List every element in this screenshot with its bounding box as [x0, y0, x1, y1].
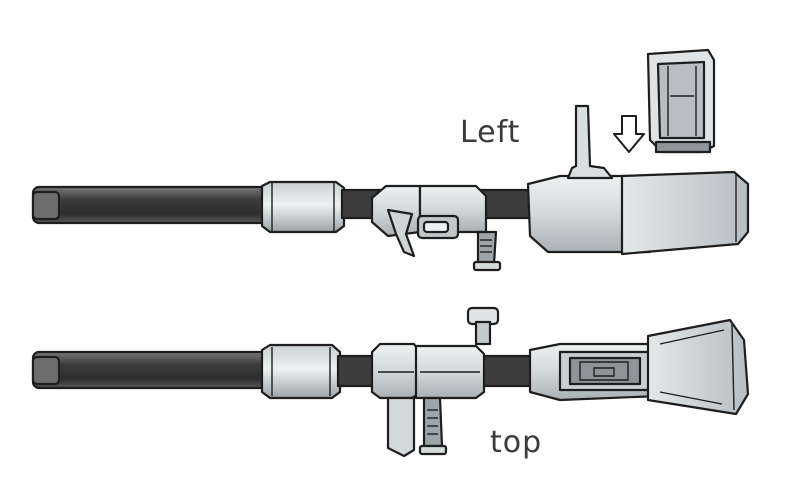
sight-attachment [646, 48, 716, 154]
side-sight-post [566, 104, 614, 180]
top-trigger-plate [386, 396, 416, 458]
side-muzzle [31, 190, 61, 221]
side-trigger-guard [386, 208, 416, 258]
top-view-launcher [31, 306, 750, 458]
top-exhaust-bell [646, 318, 750, 416]
side-barrel [31, 185, 270, 225]
side-view-launcher [31, 104, 750, 272]
side-view-label: Left [460, 115, 520, 150]
top-muzzle [31, 355, 61, 386]
top-front-block [370, 342, 420, 400]
down-arrow-icon [613, 115, 645, 153]
top-view-label: top [490, 425, 542, 460]
top-barrel-collar [260, 343, 342, 400]
side-pistol-grip [476, 230, 498, 266]
side-exhaust-bell [620, 170, 750, 256]
top-pistol-grip [422, 396, 444, 448]
side-barrel-collar [260, 180, 346, 234]
top-barrel [31, 350, 270, 390]
